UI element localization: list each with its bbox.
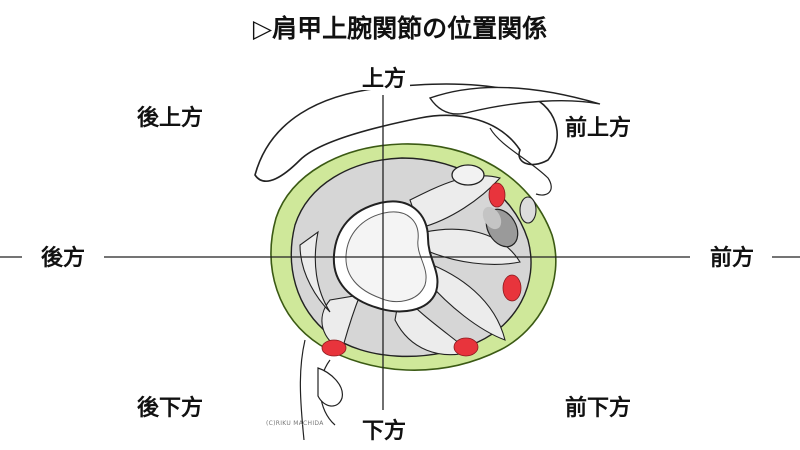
label-inferior: 下方 — [357, 420, 411, 442]
label-posterior: 後方 — [36, 247, 90, 269]
label-posterior-inferior: 後下方 — [132, 397, 208, 419]
credit-text: (C)RIKU MACHIDA — [266, 420, 324, 427]
label-posterior-superior: 後上方 — [132, 107, 208, 129]
label-superior: 上方 — [357, 68, 411, 90]
coracoid-outline — [428, 86, 601, 115]
anterior-tendon-section — [519, 196, 537, 224]
label-anterior: 前方 — [705, 247, 759, 269]
coracoid-detail — [489, 127, 552, 196]
label-anterior-inferior: 前下方 — [560, 397, 636, 419]
label-anterior-superior: 前上方 — [560, 117, 636, 139]
subscapularis-highlight — [482, 206, 502, 230]
page-title: ▷肩甲上腕関節の位置関係 — [252, 14, 548, 43]
scapula-neck-line — [299, 339, 306, 441]
ligament-attachments — [321, 182, 522, 357]
triceps-tendon — [317, 367, 343, 407]
biceps-tendon-section — [451, 164, 485, 186]
